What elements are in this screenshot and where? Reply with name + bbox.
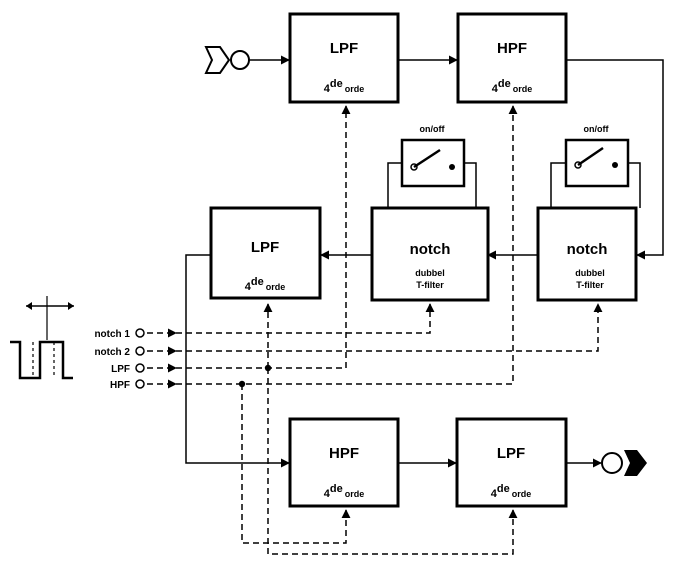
block-sub-line1: dubbel: [575, 268, 605, 278]
control-jack-icon: [135, 328, 145, 338]
control-lines: [147, 105, 603, 555]
block-label: LPF: [330, 40, 358, 57]
switch-notch-right: on/off: [564, 124, 630, 188]
control-inputs: notch 1 notch 2 LPF HPF: [94, 328, 145, 391]
switch-blade-icon: [577, 146, 604, 167]
control-label-hpf: HPF: [110, 380, 130, 391]
control-label-notch2: notch 2: [94, 347, 130, 358]
switch-contact-icon: [612, 162, 618, 168]
control-label-lpf: LPF: [111, 364, 130, 375]
switch-blade-icon: [413, 148, 441, 169]
block-label: LPF: [497, 445, 525, 462]
pulse-waveform-icon: [10, 296, 74, 380]
control-label-notch1: notch 1: [94, 329, 130, 340]
switch-contact-icon: [449, 164, 455, 170]
input-jack-icon: [230, 50, 250, 70]
switch-notch-middle: on/off: [400, 124, 466, 188]
block-label: notch: [567, 241, 608, 258]
switch-label: on/off: [420, 124, 446, 134]
input-connector: [204, 46, 250, 74]
output-jack-icon: [601, 452, 623, 474]
input-arrow-icon: [204, 46, 231, 74]
block-sub-line2: T-filter: [576, 280, 604, 290]
block-label: notch: [410, 241, 451, 258]
block-sub-line2: T-filter: [416, 280, 444, 290]
control-jack-icon: [135, 346, 145, 356]
control-jack-icon: [135, 379, 145, 389]
control-jack-icon: [135, 363, 145, 373]
block-notch-right: notch dubbel T-filter: [536, 206, 638, 302]
switch-label: on/off: [584, 124, 610, 134]
output-connector: [601, 450, 647, 476]
junction-dot: [264, 364, 272, 372]
block-label: HPF: [497, 40, 527, 57]
junction-dot: [238, 380, 246, 388]
output-arrow-icon: [624, 450, 647, 476]
block-label: LPF: [251, 239, 279, 256]
block-sub-line1: dubbel: [415, 268, 445, 278]
block-label: HPF: [329, 445, 359, 462]
block-notch-middle: notch dubbel T-filter: [370, 206, 490, 302]
